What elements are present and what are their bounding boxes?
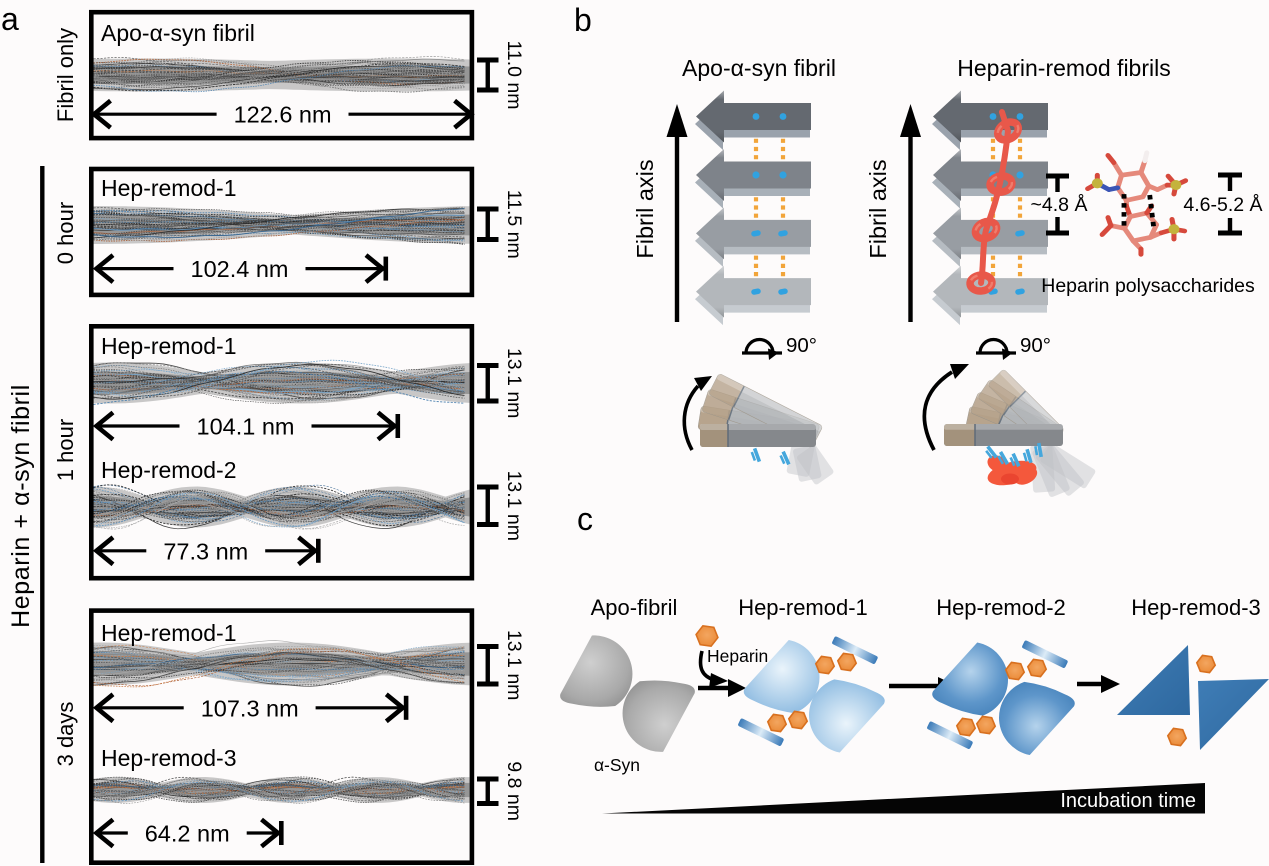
svg-text:13.1 nm: 13.1 nm [503, 348, 525, 418]
svg-text:Heparin polysaccharides: Heparin polysaccharides [1041, 275, 1255, 297]
svg-text:Heparin: Heparin [707, 646, 768, 666]
svg-text:c: c [577, 501, 593, 537]
svg-text:Hep-remod-2: Hep-remod-2 [936, 595, 1066, 620]
svg-text:a: a [1, 1, 19, 37]
svg-text:Fibril axis: Fibril axis [632, 159, 658, 258]
svg-text:90°: 90° [1020, 334, 1051, 357]
svg-text:64.2 nm: 64.2 nm [145, 821, 230, 847]
svg-text:α-Syn: α-Syn [594, 755, 640, 775]
svg-text:9.8 nm: 9.8 nm [503, 761, 525, 821]
svg-text:77.3 nm: 77.3 nm [163, 538, 248, 564]
svg-text:11.0 nm: 11.0 nm [503, 40, 525, 109]
svg-text:11.5 nm: 11.5 nm [503, 190, 525, 259]
svg-text:104.1 nm: 104.1 nm [197, 414, 295, 440]
svg-text:~4.8 Å: ~4.8 Å [1031, 193, 1088, 216]
svg-text:Hep-remod-1: Hep-remod-1 [101, 175, 237, 201]
svg-text:b: b [574, 2, 592, 38]
svg-text:Apo-fibril: Apo-fibril [591, 595, 678, 620]
svg-text:102.4 nm: 102.4 nm [191, 256, 289, 282]
svg-text:13.1 nm: 13.1 nm [503, 630, 525, 700]
svg-text:Hep-remod-1: Hep-remod-1 [101, 333, 237, 359]
svg-text:122.6 nm: 122.6 nm [234, 102, 332, 128]
svg-text:Incubation time: Incubation time [1060, 790, 1196, 812]
svg-text:90°: 90° [786, 334, 817, 357]
svg-text:13.1 nm: 13.1 nm [503, 471, 525, 541]
svg-text:Hep-remod-1: Hep-remod-1 [738, 595, 868, 620]
svg-text:Hep-remod-2: Hep-remod-2 [101, 457, 237, 483]
svg-text:4.6-5.2 Å: 4.6-5.2 Å [1183, 193, 1262, 216]
svg-text:Hep-remod-3: Hep-remod-3 [101, 745, 237, 771]
svg-text:3 days: 3 days [53, 702, 78, 767]
svg-text:Heparin-remod fibrils: Heparin-remod fibrils [957, 55, 1170, 81]
svg-text:Fibril only: Fibril only [53, 28, 78, 122]
svg-text:107.3 nm: 107.3 nm [201, 695, 299, 721]
svg-text:Fibril axis: Fibril axis [865, 159, 891, 258]
svg-text:1 hour: 1 hour [53, 419, 78, 481]
svg-text:Heparin + α-syn fibril: Heparin + α-syn fibril [7, 384, 35, 628]
svg-text:Hep-remod-1: Hep-remod-1 [101, 620, 237, 646]
svg-text:0 hour: 0 hour [53, 202, 78, 264]
svg-text:Apo-α-syn fibril: Apo-α-syn fibril [682, 55, 836, 81]
svg-text:Apo-α-syn fibril: Apo-α-syn fibril [101, 20, 255, 46]
svg-text:Hep-remod-3: Hep-remod-3 [1131, 595, 1261, 620]
